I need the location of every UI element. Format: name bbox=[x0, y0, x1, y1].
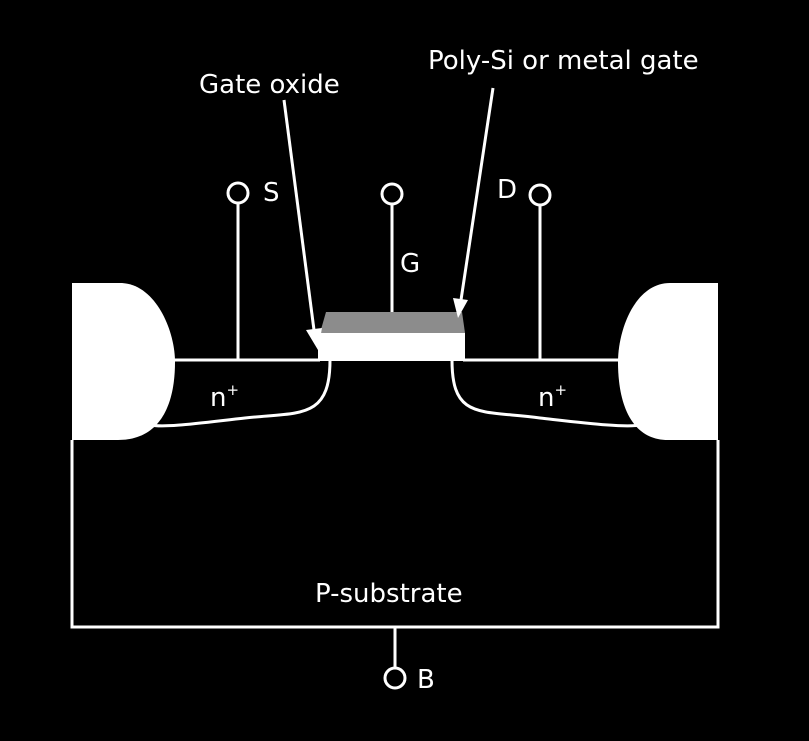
source-n-plus-label: n+ bbox=[210, 381, 239, 413]
drain-terminal-icon bbox=[528, 183, 552, 207]
body-label: B bbox=[417, 665, 435, 695]
gate-material-label: Poly-Si or metal gate bbox=[428, 46, 699, 76]
gate-oxide-label: Gate oxide bbox=[199, 70, 340, 100]
drain-label: D bbox=[497, 175, 517, 205]
body-terminal-icon bbox=[383, 666, 407, 690]
gate-oxide-pointer-line bbox=[282, 99, 316, 331]
gate-material-pointer-line bbox=[459, 87, 495, 301]
drain-n-plus-region bbox=[450, 359, 641, 428]
substrate-label: P-substrate bbox=[315, 579, 463, 609]
gate-terminal-icon bbox=[380, 182, 404, 206]
drain-n-plus-label: n+ bbox=[538, 381, 567, 413]
gate-label: G bbox=[400, 249, 420, 279]
source-n-plus-region bbox=[149, 359, 332, 428]
source-label: S bbox=[263, 178, 280, 208]
source-terminal-icon bbox=[226, 181, 250, 205]
field-oxide-left bbox=[72, 283, 175, 440]
field-oxide-right bbox=[618, 283, 718, 440]
gate-oxide-layer bbox=[318, 333, 465, 361]
gate-material-arrowhead-icon bbox=[453, 298, 468, 318]
gate-oxide-arrowhead-icon bbox=[306, 328, 322, 350]
gate-electrode bbox=[320, 312, 465, 333]
